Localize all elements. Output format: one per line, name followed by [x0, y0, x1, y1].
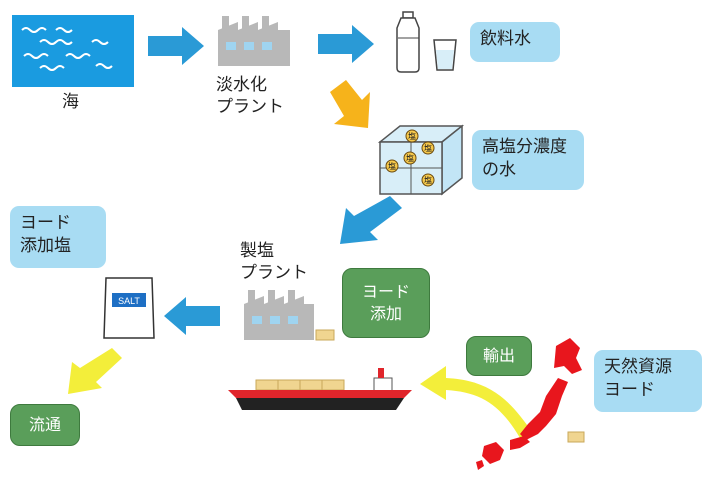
salt-char-label: 塩 — [424, 143, 432, 153]
water-bottle-icon — [396, 11, 420, 73]
desal-plant-label-line1: 淡水化 — [216, 75, 267, 95]
brine-label-line2: の水 — [482, 160, 516, 180]
arrow-sea-to-plant — [148, 27, 204, 65]
drinking-water-label: 飲料水 — [480, 29, 531, 49]
arrow-saltplant-to-bag — [164, 297, 220, 335]
brine-box: 高塩分濃度 の水 — [472, 130, 584, 190]
arrow-plant-to-water — [318, 25, 374, 63]
desal-plant-label: 淡水化 プラント — [216, 74, 284, 118]
water-glass-icon — [433, 39, 457, 71]
salt-plant-label-line2: プラント — [240, 263, 308, 283]
natural-iodine-label-line2: ヨード — [604, 380, 655, 400]
distribution-label: 流通 — [28, 415, 61, 434]
arrow-japan-to-ship — [420, 366, 532, 438]
japan-map-icon — [476, 338, 582, 470]
iodine-addition-label-line1: ヨード — [361, 282, 410, 301]
salt-grain-icon: 塩 塩 塩 塩 塩 — [385, 129, 435, 187]
export-box: 輸出 — [466, 336, 532, 376]
salt-char-label: 塩 — [406, 153, 414, 163]
distribution-box: 流通 — [10, 404, 80, 446]
iodized-salt-label-line2: 添加塩 — [20, 236, 71, 256]
salt-char-label: 塩 — [388, 161, 396, 171]
desal-plant-label-line2: プラント — [216, 97, 284, 117]
iodine-addition-label-line2: 添加 — [369, 304, 402, 323]
arrow-plant-to-brine — [330, 80, 370, 128]
arrow-brine-to-saltplant — [340, 196, 402, 244]
salt-factory-icon — [244, 290, 314, 340]
iodine-crate-icon — [315, 329, 335, 341]
natural-iodine-box: 天然資源 ヨード — [594, 350, 702, 412]
salt-char-label: 塩 — [424, 175, 432, 185]
natural-iodine-label-line1: 天然資源 — [604, 357, 672, 377]
desal-factory-icon — [218, 16, 290, 66]
arrow-bag-to-distribution — [68, 348, 122, 394]
sea-icon — [12, 15, 134, 87]
brine-label-line1: 高塩分濃度 — [482, 137, 567, 157]
iodine-crate-icon — [567, 431, 585, 443]
export-label: 輸出 — [482, 346, 515, 365]
drinking-water-box: 飲料水 — [470, 22, 560, 62]
iodized-salt-label-line1: ヨード — [20, 213, 71, 233]
salt-plant-label: 製塩 プラント — [240, 240, 308, 284]
iodine-addition-box: ヨード 添加 — [342, 268, 430, 338]
sea-label: 海 — [62, 92, 79, 112]
salt-bag-icon: SALT — [103, 277, 155, 339]
salt-plant-label-line1: 製塩 — [240, 241, 274, 261]
salt-bag-label: SALT — [118, 296, 140, 306]
cargo-ship-icon — [228, 368, 412, 410]
iodized-salt-box: ヨード 添加塩 — [10, 206, 106, 268]
salt-char-label: 塩 — [408, 131, 416, 141]
